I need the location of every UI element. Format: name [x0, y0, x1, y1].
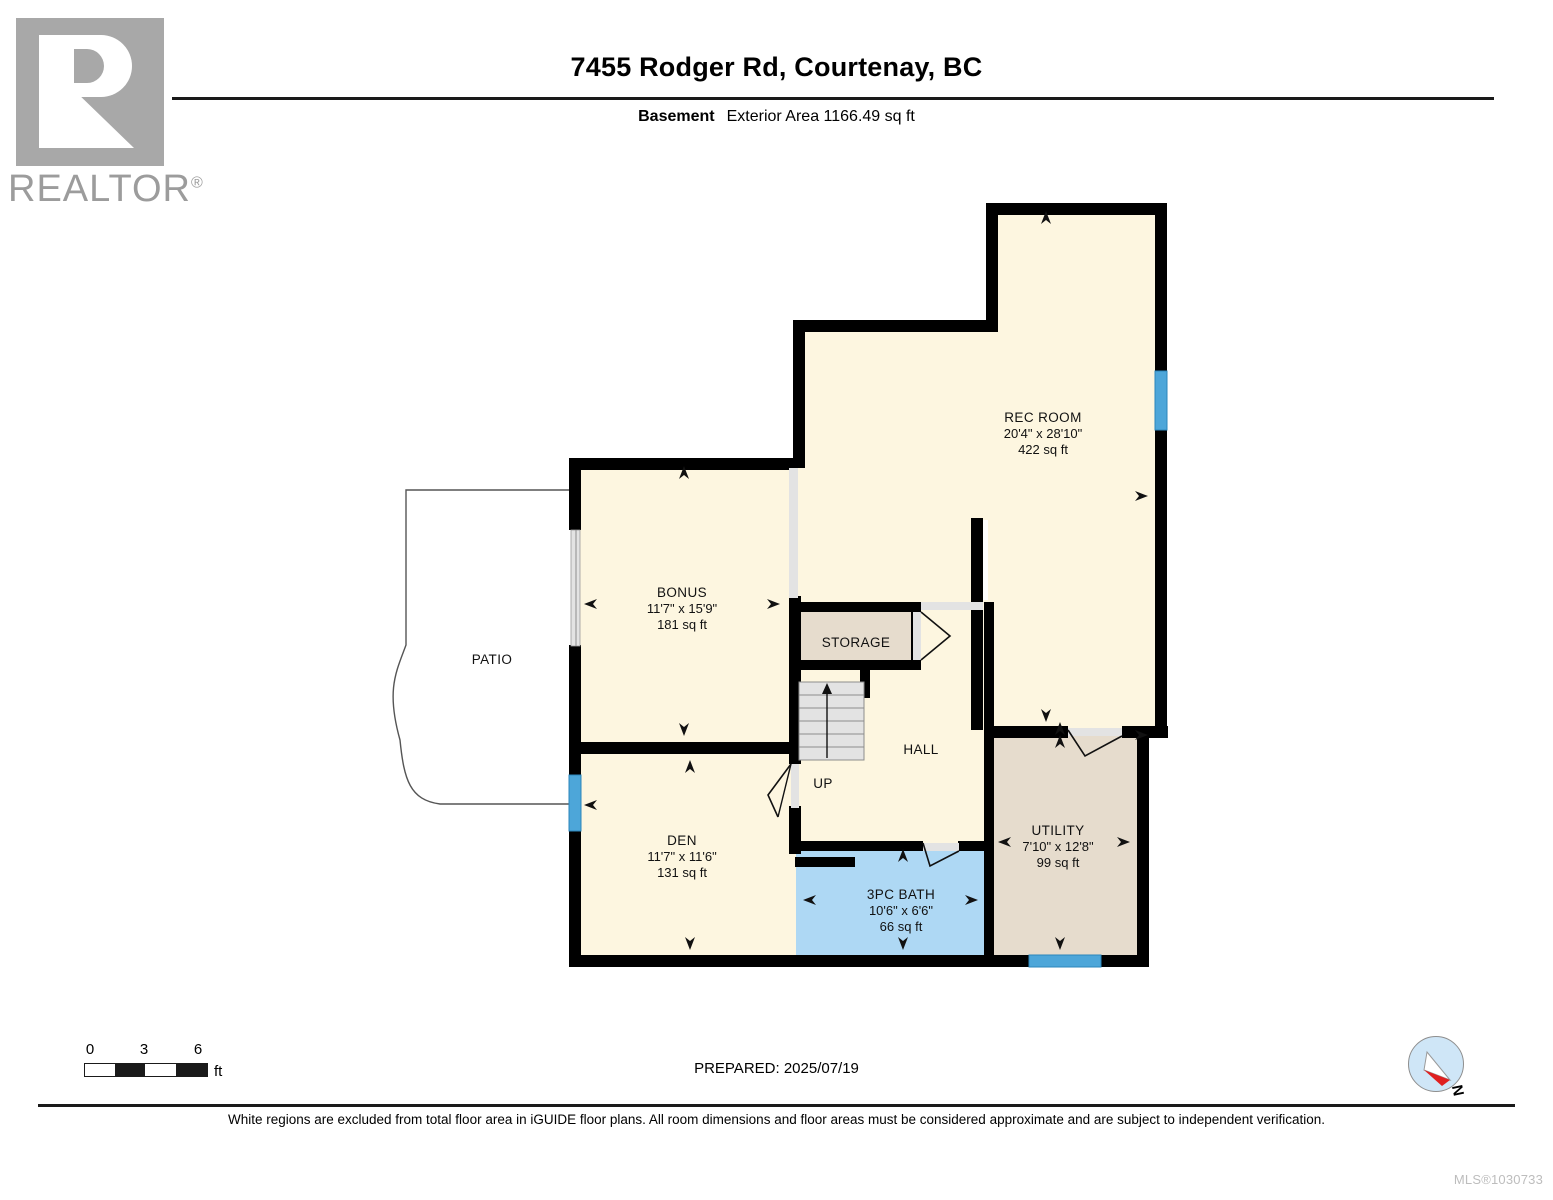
compass-rose: N	[1402, 1030, 1474, 1102]
storage-fill	[797, 610, 917, 665]
room-label-storage: STORAGE	[822, 635, 891, 651]
disclaimer-text: White regions are excluded from total fl…	[227, 1112, 1326, 1127]
room-name: HALL	[903, 742, 939, 757]
floor-plan-vector	[392, 203, 1168, 968]
room-dimensions: 20'4" x 28'10"	[1003, 426, 1083, 441]
scale-tick-0: 0	[85, 1041, 95, 1058]
realtor-wordmark: REALTOR®	[8, 168, 204, 211]
room-label-den: DEN 11'7" x 11'6" 131 sq ft	[647, 833, 716, 881]
utility-fill	[990, 730, 1138, 965]
patio-outline	[392, 489, 571, 805]
room-label-patio: PATIO	[472, 652, 513, 668]
door-storage-leaf	[913, 612, 921, 660]
prepared-date: PREPARED: 2025/07/19	[694, 1060, 859, 1077]
floor-area-label: Exterior Area 1166.49 sq ft	[726, 108, 915, 125]
doors	[570, 468, 1123, 868]
windows	[568, 370, 1168, 968]
scale-bar-ticks: 0 3 6	[60, 1041, 260, 1061]
staircase	[798, 681, 865, 761]
registered-mark: ®	[190, 174, 204, 192]
door-storage-swing	[920, 611, 952, 661]
realtor-wordmark-text: REALTOR	[8, 168, 191, 210]
room-name: BONUS	[656, 585, 707, 600]
room-dimensions: 10'6" x 6'6"	[868, 903, 934, 918]
floor-level-label: Basement	[638, 108, 715, 125]
scale-unit-label: ft	[214, 1063, 223, 1080]
room-area: 66 sq ft	[879, 919, 923, 934]
rec-room-fill	[795, 205, 1167, 728]
scale-tick-2: 6	[193, 1041, 203, 1058]
room-name: PATIO	[471, 652, 513, 667]
floor-plan: REC ROOM 20'4" x 28'10" 422 sq ft BONUS …	[392, 203, 1168, 968]
room-dimensions: 11'7" x 15'9"	[646, 601, 718, 616]
room-area: 131 sq ft	[657, 865, 707, 880]
dimension-markers	[584, 211, 1148, 950]
header-divider	[172, 97, 1494, 100]
opening-storage-north	[921, 602, 983, 610]
door-den-hall-swing	[767, 763, 792, 818]
scale-bar	[84, 1063, 208, 1077]
window-den-west	[568, 774, 582, 832]
opening-bonus-to-rec	[789, 468, 798, 598]
realtor-logo: REALTOR®	[8, 18, 203, 210]
door-utility-leaf	[1068, 728, 1122, 736]
stairs-up-label: UP	[813, 776, 833, 791]
room-dimensions: 11'7" x 11'6"	[647, 849, 717, 864]
door-utility-swing	[1067, 729, 1123, 758]
stairs-direction-label: UP	[813, 776, 833, 792]
room-area: 181 sq ft	[657, 617, 707, 632]
window-utility-south	[1028, 954, 1102, 968]
door-bath-swing	[922, 842, 960, 868]
footer-divider	[38, 1104, 1515, 1107]
realtor-logo-r-stem	[39, 35, 79, 148]
door-bath-leaf	[923, 843, 959, 851]
room-label-bath: 3PC BATH 10'6" x 6'6" 66 sq ft	[867, 887, 935, 935]
room-label-bonus: BONUS 11'7" x 15'9" 181 sq ft	[647, 585, 717, 633]
room-dimensions: 7'10" x 12'8"	[1022, 839, 1094, 854]
den-fill	[571, 750, 796, 965]
compass-needle-icon	[1423, 1050, 1452, 1086]
door-den-hall-leaf	[791, 764, 799, 808]
room-name: REC ROOM	[1004, 410, 1082, 425]
floor-summary: Basement Exterior Area 1166.49 sq ft	[0, 108, 1553, 126]
realtor-logo-r-counter	[74, 49, 104, 83]
room-name: DEN	[667, 833, 697, 848]
room-area: 422 sq ft	[1018, 442, 1068, 457]
room-name: 3PC BATH	[866, 887, 936, 902]
scale-tick-1: 3	[139, 1041, 149, 1058]
page-title: 7455 Rodger Rd, Courtenay, BC	[570, 52, 983, 82]
mls-number: MLS®1030733	[1453, 1172, 1543, 1187]
room-area: 99 sq ft	[1036, 855, 1080, 870]
room-label-hall: HALL	[903, 742, 938, 758]
bonus-fill	[571, 460, 796, 750]
room-name: STORAGE	[821, 635, 891, 650]
room-label-rec-room: REC ROOM 20'4" x 28'10" 422 sq ft	[1004, 410, 1083, 458]
room-label-utility: UTILITY 7'10" x 12'8" 99 sq ft	[1022, 823, 1093, 871]
room-name: UTILITY	[1031, 823, 1085, 838]
window-rec-room-east	[1154, 370, 1168, 431]
